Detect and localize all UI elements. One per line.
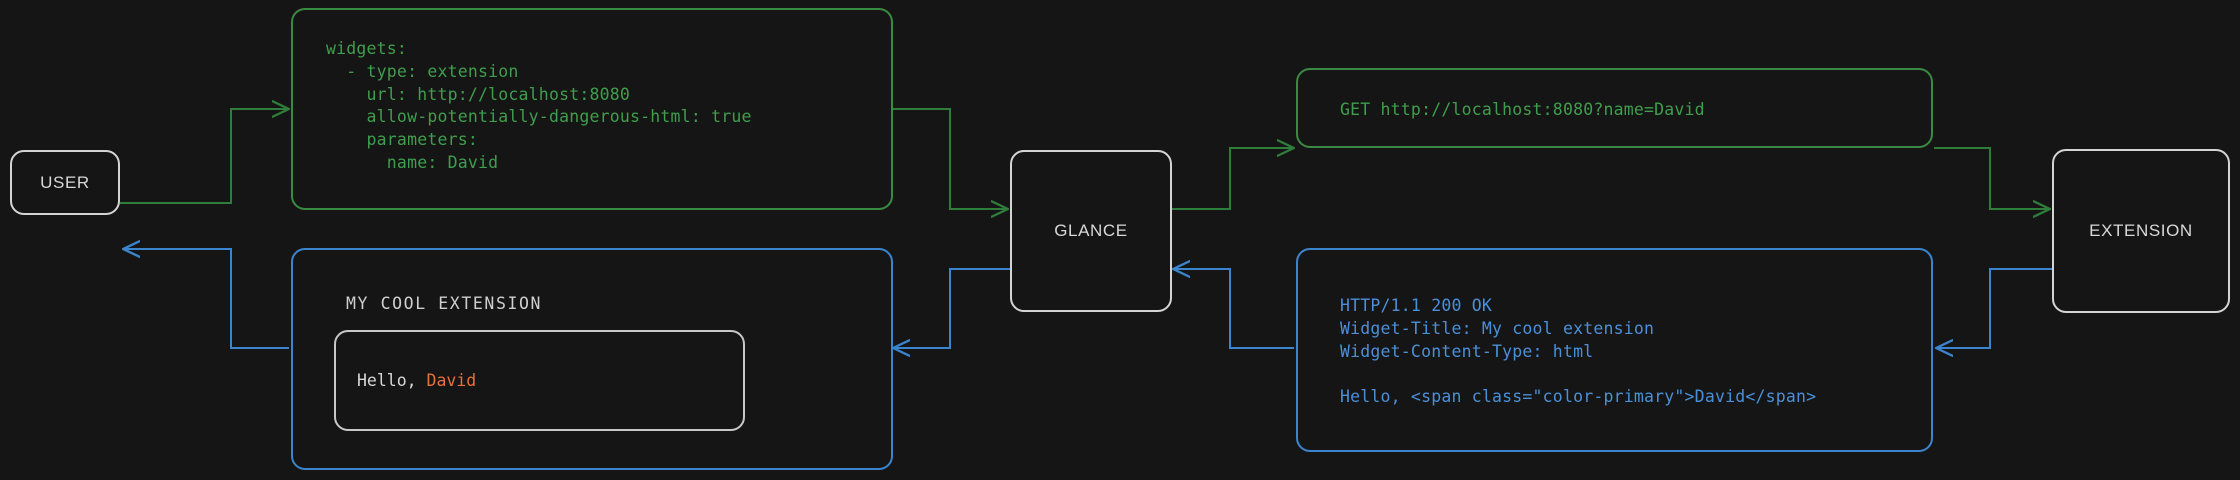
node-extension[interactable]: EXTENSION bbox=[2052, 149, 2230, 313]
edge-extension-to-response bbox=[1937, 268, 2052, 348]
config-yaml-box: widgets: - type: extension url: http://l… bbox=[291, 8, 893, 210]
node-glance[interactable]: GLANCE bbox=[1010, 150, 1172, 312]
http-response-box: HTTP/1.1 200 OK Widget-Title: My cool ex… bbox=[1296, 248, 1933, 452]
widget-greeting-prefix: Hello, bbox=[357, 371, 427, 390]
widget-greeting-name: David bbox=[426, 371, 477, 390]
edge-user-to-config bbox=[120, 109, 288, 204]
node-glance-label: GLANCE bbox=[1054, 221, 1128, 240]
edge-config-to-glance bbox=[893, 108, 1007, 209]
edge-response-to-glance bbox=[1174, 269, 1294, 349]
http-response-text: HTTP/1.1 200 OK Widget-Title: My cool ex… bbox=[1340, 296, 1817, 407]
http-request-text: GET http://localhost:8080?name=David bbox=[1340, 100, 1705, 119]
config-yaml-text: widgets: - type: extension url: http://l… bbox=[326, 39, 752, 172]
node-user[interactable]: USER bbox=[10, 150, 120, 215]
edge-glance-to-widget bbox=[894, 268, 1010, 348]
node-user-label: USER bbox=[40, 172, 90, 192]
widget-preview-inner-card: Hello, David bbox=[334, 330, 745, 431]
edge-request-to-extension bbox=[1934, 147, 2049, 209]
widget-preview-box: MY COOL EXTENSION Hello, David bbox=[291, 248, 893, 470]
edge-widget-to-user bbox=[124, 249, 289, 349]
widget-preview-title: MY COOL EXTENSION bbox=[346, 294, 543, 313]
node-extension-label: EXTENSION bbox=[2089, 221, 2193, 240]
edge-glance-to-request bbox=[1172, 148, 1293, 210]
http-request-box: GET http://localhost:8080?name=David bbox=[1296, 68, 1933, 148]
widget-preview-greeting: Hello, David bbox=[357, 371, 476, 390]
